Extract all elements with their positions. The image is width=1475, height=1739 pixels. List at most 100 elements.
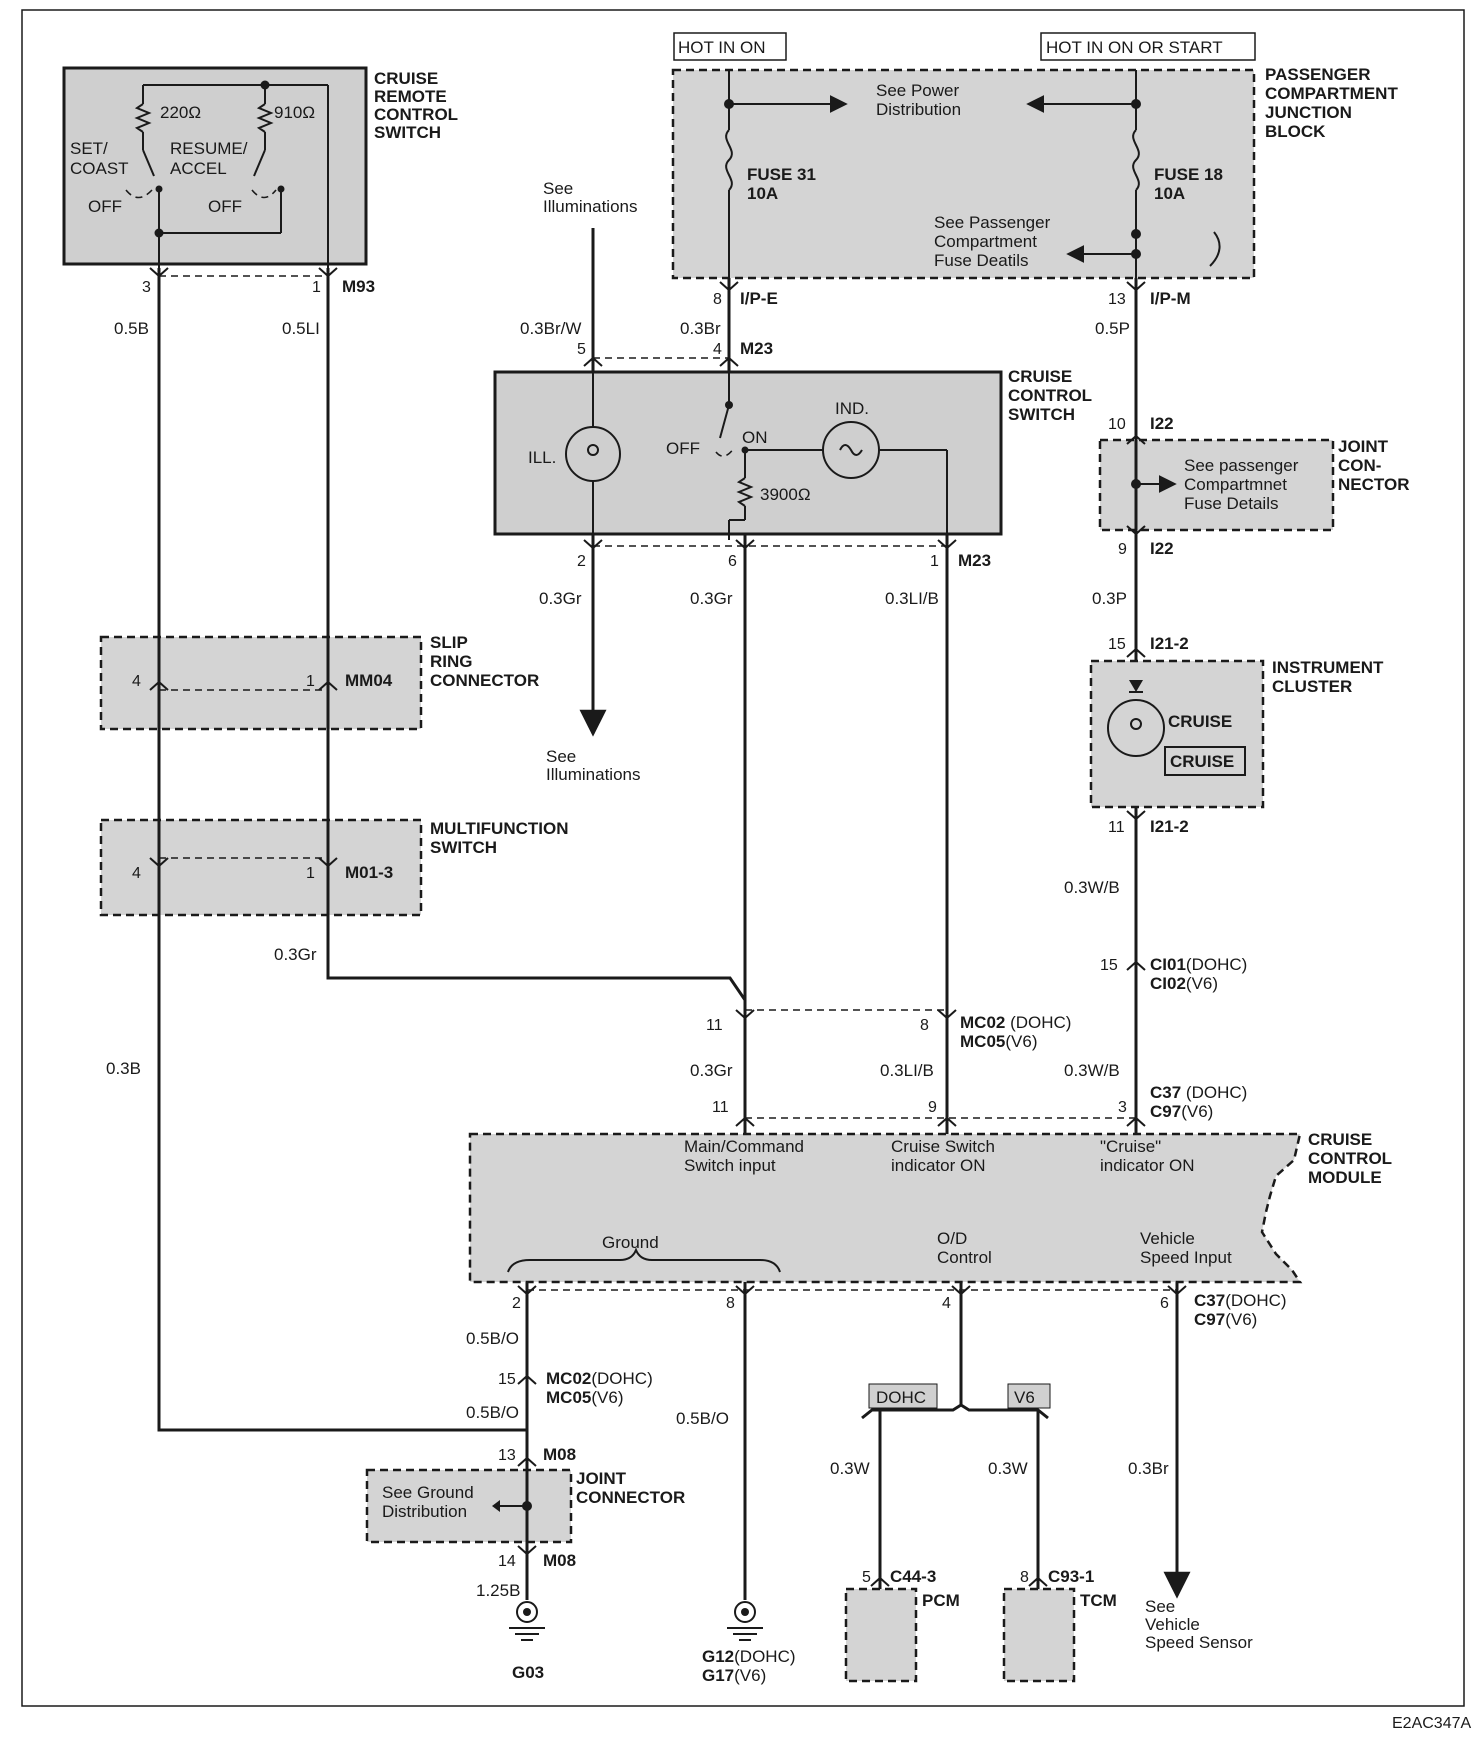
ground-g03-symbol bbox=[509, 1601, 545, 1641]
conn-m013: M01-3 bbox=[345, 863, 393, 882]
conn-c37b: C37(DOHC) bbox=[1194, 1291, 1287, 1310]
wire-label: 0.3Gr bbox=[274, 945, 317, 964]
cluster-cruise-box-text: CRUISE bbox=[1170, 752, 1234, 771]
conn-mc02a: MC02 (DOHC) bbox=[960, 1013, 1071, 1032]
joint-connector-bottom-title: JOINT CONNECTOR bbox=[576, 1469, 685, 1507]
wire-label: 0.3Gr bbox=[690, 1061, 733, 1080]
wire-label: 0.3B bbox=[106, 1059, 141, 1078]
pin-number: 15 bbox=[1100, 957, 1118, 974]
ground-brace bbox=[507, 1247, 781, 1273]
cluster-cruise-text: CRUISE bbox=[1168, 712, 1232, 731]
conn-mc02b: MC02(DOHC) bbox=[546, 1369, 653, 1388]
conn-m93: M93 bbox=[342, 277, 375, 296]
cluster-internals bbox=[1107, 680, 1165, 757]
pin-number: 4 bbox=[132, 865, 141, 882]
conn-i21a: I21-2 bbox=[1150, 634, 1189, 653]
conn-i21b: I21-2 bbox=[1150, 817, 1189, 836]
cruise-ind-label: "Cruise" indicator ON bbox=[1100, 1137, 1194, 1175]
wire-label: 0.3Gr bbox=[690, 589, 733, 608]
pin-number: 11 bbox=[712, 1099, 729, 1116]
wire-label: 0.3Br bbox=[680, 319, 721, 338]
see-power-distribution: See Power Distribution bbox=[876, 81, 964, 119]
wire-label: 0.3W/B bbox=[1064, 878, 1120, 897]
pin-number: 6 bbox=[1160, 1295, 1169, 1312]
remote-switch-internals bbox=[125, 80, 329, 268]
pin-number: 6 bbox=[728, 553, 737, 570]
wire-label: 0.3P bbox=[1092, 589, 1127, 608]
wire-label: 0.5LI bbox=[282, 319, 320, 338]
pin-number: 11 bbox=[706, 1017, 723, 1034]
pin-number: 13 bbox=[1108, 291, 1126, 308]
wire-label: 0.3Br/W bbox=[520, 319, 581, 338]
vss-note: See Vehicle Speed Sensor bbox=[1145, 1597, 1253, 1652]
hot-in-on-label: HOT IN ON bbox=[678, 38, 766, 57]
connector-chevrons bbox=[149, 267, 1187, 1587]
diagram-id: E2AC347A bbox=[1392, 1715, 1471, 1732]
dohc-frame bbox=[868, 1383, 938, 1409]
pin-number: 1 bbox=[306, 865, 315, 882]
conn-ipm: I/P-M bbox=[1150, 289, 1191, 308]
pcm-box bbox=[844, 1587, 918, 1683]
pin-number: 11 bbox=[1108, 819, 1125, 836]
tcm-title: TCM bbox=[1080, 1591, 1117, 1610]
pin-number: 15 bbox=[498, 1371, 516, 1388]
pin-number: 5 bbox=[862, 1569, 871, 1586]
pin-number: 10 bbox=[1108, 416, 1126, 433]
wire-label: 0.3W bbox=[988, 1459, 1028, 1478]
v6-frame bbox=[1007, 1383, 1051, 1409]
pin-number: 9 bbox=[928, 1099, 937, 1116]
conn-mc05a: MC05(V6) bbox=[960, 1032, 1037, 1051]
fuse-31-label: FUSE 31 10A bbox=[747, 165, 821, 203]
dohc-label: DOHC bbox=[876, 1388, 926, 1407]
conn-i22b: I22 bbox=[1150, 539, 1174, 558]
wires bbox=[157, 228, 1191, 1600]
pin-number: 1 bbox=[306, 673, 315, 690]
instrument-cluster-box bbox=[1089, 659, 1265, 809]
module-ground-label: Ground bbox=[602, 1233, 659, 1252]
tcm-box bbox=[1002, 1587, 1076, 1683]
remote-switch-box bbox=[62, 66, 368, 266]
instrument-cluster-title: INSTRUMENT CLUSTER bbox=[1272, 658, 1388, 696]
wire-label: 0.3Br bbox=[1128, 1459, 1169, 1478]
wire-label: 0.3W/B bbox=[1064, 1061, 1120, 1080]
remote-r1-label: 220Ω bbox=[160, 103, 201, 122]
v6-label: V6 bbox=[1014, 1388, 1035, 1407]
pin-number: 8 bbox=[920, 1017, 929, 1034]
conn-mc05b: MC05(V6) bbox=[546, 1388, 623, 1407]
conn-c97a: C97(V6) bbox=[1150, 1102, 1213, 1121]
pin-number: 3 bbox=[142, 279, 151, 296]
joint-connector-bottom-box bbox=[365, 1468, 573, 1544]
conn-m08a: M08 bbox=[543, 1445, 576, 1464]
conn-m23a: M23 bbox=[740, 339, 773, 358]
control-module-box bbox=[468, 1132, 1303, 1284]
page-frame bbox=[21, 9, 1465, 1707]
wire-label: 0.3W bbox=[830, 1459, 870, 1478]
pin-number: 8 bbox=[713, 291, 722, 308]
wire-label: 0.5B/O bbox=[466, 1403, 519, 1422]
pin-number: 1 bbox=[930, 553, 939, 570]
connector-dash-links bbox=[159, 275, 1177, 1291]
control-module-title: CRUISE CONTROL MODULE bbox=[1308, 1130, 1396, 1187]
remote-switch-title: CRUISE REMOTE CONTROL SWITCH bbox=[374, 69, 462, 142]
multifunction-title: MULTIFUNCTION SWITCH bbox=[430, 819, 573, 857]
pin-number: 5 bbox=[577, 341, 586, 358]
conn-m23b: M23 bbox=[958, 551, 991, 570]
see-passenger-fuse-details: See Passenger Compartment Fuse Deatils bbox=[934, 213, 1055, 270]
pin-number: 9 bbox=[1118, 541, 1127, 558]
conn-ci01: CI01(DOHC) bbox=[1150, 955, 1247, 974]
ground-g12-symbol bbox=[727, 1601, 763, 1641]
joint-top-note: See passenger Compartmnet Fuse Details bbox=[1184, 456, 1303, 513]
conn-i22a: I22 bbox=[1150, 414, 1174, 433]
conn-m08b: M08 bbox=[543, 1551, 576, 1570]
hot-in-on-or-start-frame bbox=[1040, 32, 1256, 61]
on-label: ON bbox=[742, 428, 768, 447]
joint-bottom-internals bbox=[492, 1500, 532, 1512]
joint-connector-top-title: JOINT CON- NECTOR bbox=[1338, 437, 1409, 494]
remote-off1-label: OFF bbox=[88, 197, 122, 216]
wire-label: 0.3Gr bbox=[539, 589, 582, 608]
pin-number: 4 bbox=[132, 673, 141, 690]
off-label: OFF bbox=[666, 439, 700, 458]
wire-label: 1.25B bbox=[476, 1581, 520, 1600]
pin-number: 2 bbox=[512, 1295, 521, 1312]
cruise-switch-ind-label: Cruise Switch indicator ON bbox=[891, 1137, 1000, 1175]
